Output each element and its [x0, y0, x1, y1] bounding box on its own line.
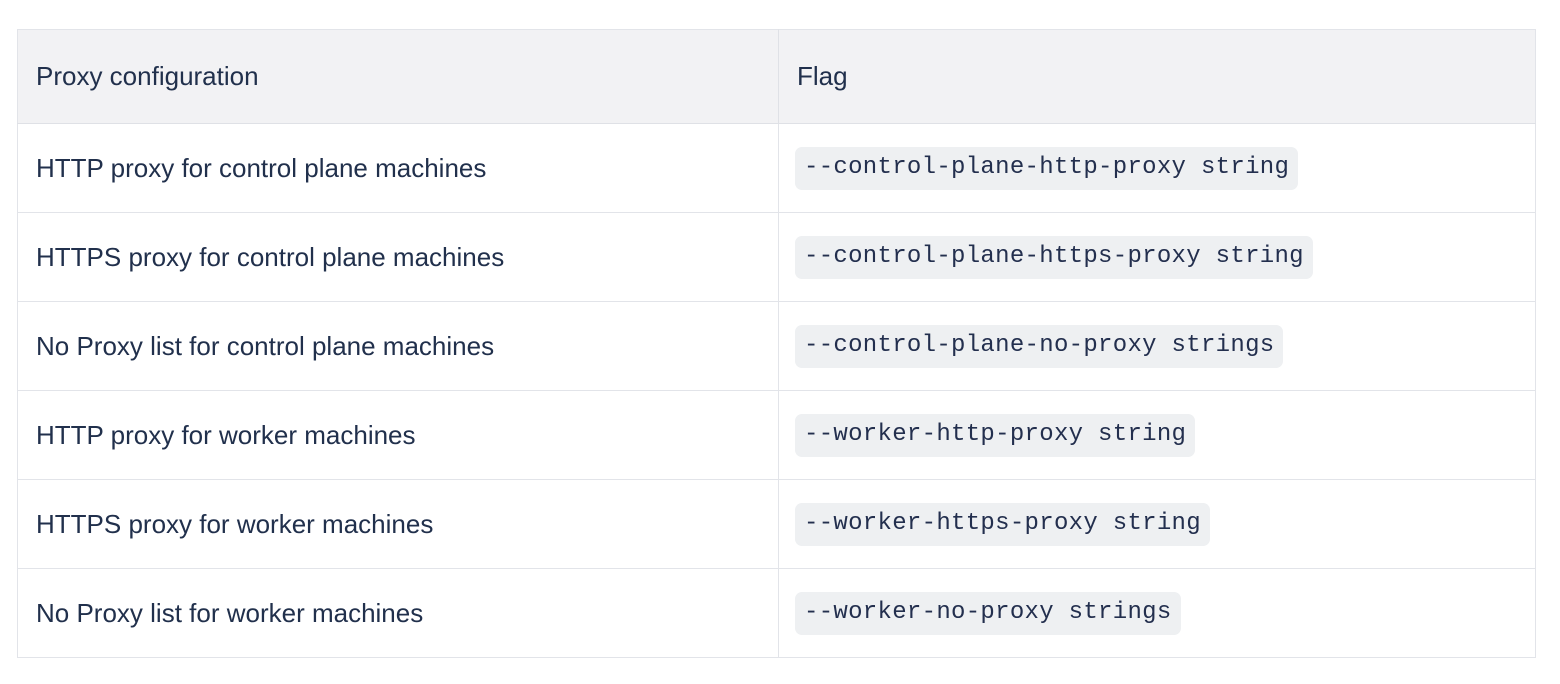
table-cell-flag: --worker-no-proxy strings [778, 568, 1536, 658]
table-row: HTTPS proxy for worker machines --worker… [17, 479, 1536, 569]
table-cell-flag: --control-plane-no-proxy strings [778, 301, 1536, 391]
column-header-flag: Flag [778, 29, 1536, 124]
table-cell-description: HTTP proxy for control plane machines [17, 123, 779, 213]
table-body: HTTP proxy for control plane machines --… [17, 123, 1536, 658]
proxy-config-description: HTTP proxy for worker machines [36, 419, 416, 450]
proxy-config-description: HTTPS proxy for worker machines [36, 508, 434, 539]
table-row: HTTP proxy for worker machines --worker-… [17, 390, 1536, 480]
proxy-configuration-table-container: Proxy configuration Flag HTTP proxy for … [17, 29, 1536, 658]
flag-code-badge: --control-plane-no-proxy strings [795, 324, 1284, 368]
proxy-configuration-table: Proxy configuration Flag HTTP proxy for … [17, 29, 1536, 658]
table-cell-flag: --worker-https-proxy string [778, 479, 1536, 569]
table-row: No Proxy list for control plane machines… [17, 301, 1536, 391]
table-cell-description: HTTPS proxy for control plane machines [17, 212, 779, 302]
table-cell-description: HTTPS proxy for worker machines [17, 479, 779, 569]
flag-code-badge: --control-plane-http-proxy string [795, 146, 1299, 190]
proxy-config-description: HTTPS proxy for control plane machines [36, 241, 505, 272]
table-row: HTTPS proxy for control plane machines -… [17, 212, 1536, 302]
table-cell-flag: --worker-http-proxy string [778, 390, 1536, 480]
table-cell-flag: --control-plane-http-proxy string [779, 124, 1536, 213]
flag-code-badge: --control-plane-https-proxy string [795, 235, 1313, 279]
table-row: HTTP proxy for control plane machines --… [17, 123, 1536, 213]
proxy-config-description: No Proxy list for control plane machines [36, 330, 495, 361]
table-header: Proxy configuration Flag [17, 29, 1536, 124]
table-cell-description: No Proxy list for worker machines [17, 568, 779, 658]
column-header-proxy-configuration: Proxy configuration [17, 29, 779, 124]
proxy-config-description: HTTP proxy for control plane machines [36, 152, 487, 183]
flag-code-badge: --worker-http-proxy string [795, 413, 1196, 457]
table-cell-flag: --control-plane-https-proxy string [778, 212, 1536, 302]
flag-code-badge: --worker-https-proxy string [795, 502, 1210, 546]
proxy-config-description: No Proxy list for worker machines [36, 597, 424, 628]
table-cell-description: HTTP proxy for worker machines [17, 390, 779, 480]
flag-code-badge: --worker-no-proxy strings [795, 591, 1181, 635]
table-cell-description: No Proxy list for control plane machines [17, 301, 779, 391]
table-header-row: Proxy configuration Flag [17, 29, 1536, 124]
table-row: No Proxy list for worker machines --work… [17, 568, 1536, 658]
